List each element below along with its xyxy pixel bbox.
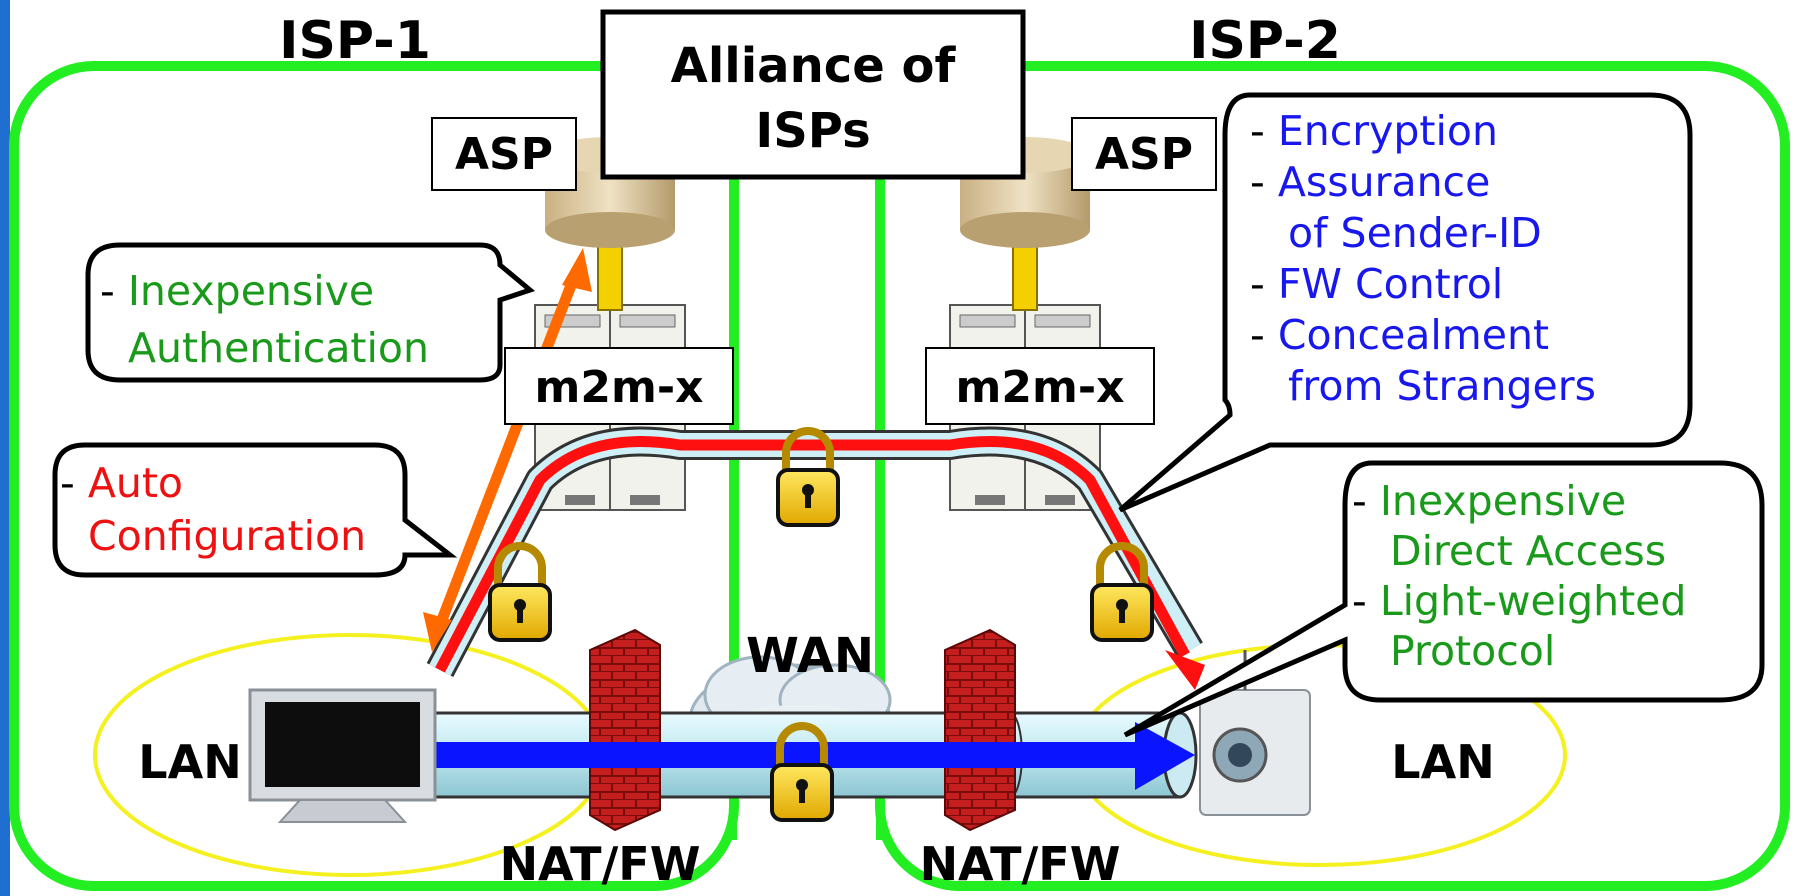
- security-line-6: from Strangers: [1288, 362, 1596, 410]
- callout-dash: -: [1352, 577, 1380, 625]
- security-line-3: of Sender-ID: [1288, 209, 1542, 257]
- security-line-1: - Encryption: [1250, 107, 1498, 155]
- security-line-5: - Concealment: [1250, 311, 1549, 359]
- callout-dash: -: [60, 459, 88, 507]
- lock-icon: [776, 427, 840, 527]
- callout-dash: -: [1250, 107, 1278, 155]
- asp-left-box: [431, 117, 577, 191]
- security-line-2: - Assurance: [1250, 158, 1490, 206]
- lan-left-label: LAN: [138, 735, 241, 789]
- camera-icon: [1199, 650, 1311, 816]
- lan-right-label: LAN: [1391, 735, 1494, 789]
- alliance-box: [600, 9, 1026, 180]
- auth-line1: Inexpensive: [128, 267, 374, 315]
- callout-authentication: - Inexpensive Authentication: [85, 242, 536, 383]
- security-line-4: - FW Control: [1250, 260, 1503, 308]
- firewall-right: [944, 628, 1016, 832]
- direct-line-2: Direct Access: [1390, 527, 1666, 575]
- direct-line-3: - Light-weighted: [1352, 577, 1686, 625]
- lock-icon: [1090, 542, 1154, 642]
- autoconf-line2: Configuration: [88, 512, 366, 560]
- lock-icon: [488, 542, 552, 642]
- natfw-right-label: NAT/FW: [920, 837, 1121, 891]
- m2m-right-label: m2m-x: [956, 362, 1125, 413]
- direct-line-4: Protocol: [1390, 627, 1555, 675]
- alliance-line1: Alliance of: [671, 38, 957, 94]
- m2m-right-box: [925, 347, 1155, 425]
- callout-dash: -: [1250, 158, 1278, 206]
- natfw-left-label: NAT/FW: [500, 837, 701, 891]
- isp2-label: ISP-2: [1189, 11, 1341, 71]
- asp-left-label: ASP: [455, 129, 553, 180]
- callout-dash: -: [1250, 311, 1278, 359]
- edge-strip: [0, 0, 10, 896]
- secure-path-head: [1165, 650, 1205, 690]
- secure-path: [435, 436, 1190, 673]
- callout-dash: -: [1250, 260, 1278, 308]
- wan-label: WAN: [746, 628, 874, 684]
- callout-dash: -: [1352, 477, 1380, 525]
- direct-line-1: - Inexpensive: [1352, 477, 1626, 525]
- monitor-icon: [248, 688, 437, 823]
- autoconf-line1: Auto: [88, 459, 183, 507]
- asp-right-box: [1071, 117, 1217, 191]
- asp-right-label: ASP: [1095, 129, 1193, 180]
- isp1-label: ISP-1: [279, 11, 431, 71]
- m2m-left-label: m2m-x: [535, 362, 704, 413]
- firewall-left: [589, 628, 661, 832]
- auth-arrow: [434, 273, 581, 627]
- direct-access-arrow: [395, 742, 1145, 768]
- lock-icon: [770, 722, 834, 822]
- auth-line2: Authentication: [128, 324, 429, 372]
- svg-text:- Auto: - Auto: [60, 459, 183, 507]
- callout-dash: -: [100, 267, 128, 315]
- m2m-left-box: [504, 347, 734, 425]
- alliance-line2: ISPs: [755, 103, 870, 159]
- svg-text:- Inexpensive: - Inexpensive: [100, 267, 374, 315]
- callout-autoconfig: - Auto Configuration: [52, 442, 458, 578]
